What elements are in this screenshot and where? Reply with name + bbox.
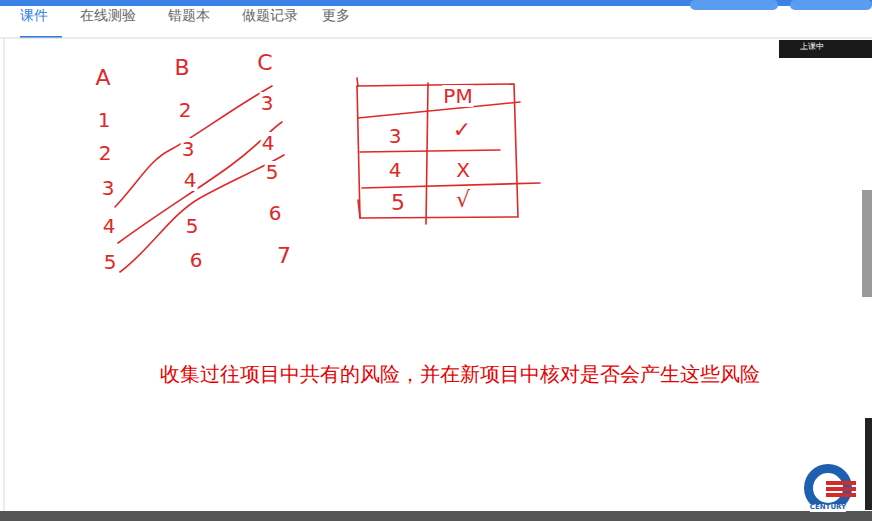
tab-divider [0, 38, 872, 39]
sequence-number: 5 [185, 215, 200, 237]
table-cell: 5 [390, 191, 406, 215]
bottom-bar [0, 511, 872, 521]
sequence-number: 4 [183, 169, 198, 191]
tab-label: 错题本 [168, 8, 210, 23]
diagonal-stroke [118, 122, 282, 243]
sequence-number: 2 [98, 142, 113, 164]
tab-label: 课件 [20, 8, 48, 23]
logo [804, 464, 856, 512]
table-row-line [360, 150, 500, 152]
top-button [790, 0, 872, 10]
diagonal-stroke [115, 86, 272, 207]
logo-stripe [826, 481, 856, 485]
table-cell: X [455, 159, 471, 181]
table-row-line [358, 102, 520, 118]
diagonal-stroke [120, 155, 284, 272]
side-tab [862, 190, 872, 297]
sequence-number: 6 [189, 249, 204, 271]
tab-label: 更多 [322, 8, 350, 23]
sequence-number: 5 [103, 251, 118, 273]
table-header: PM [442, 85, 473, 107]
sequence-number: 3 [260, 92, 275, 114]
side-strip [865, 418, 872, 510]
column-header: B [173, 56, 190, 80]
sequence-number: 5 [265, 161, 280, 183]
sequence-number: 3 [181, 138, 196, 160]
status-text: 上课中 [800, 43, 824, 52]
top-button [690, 0, 778, 10]
sequence-number: 3 [101, 177, 116, 199]
logo-stripe [826, 493, 856, 497]
status-box [779, 40, 872, 58]
sequence-number: 2 [178, 99, 193, 121]
column-header: A [94, 66, 111, 90]
sequence-number: 4 [102, 215, 117, 237]
table-row-line [362, 183, 540, 188]
tab-label: 做题记录 [242, 8, 298, 23]
sequence-number: 4 [261, 132, 276, 154]
hand-strokes [115, 78, 540, 272]
sequence-number: 7 [276, 244, 292, 268]
sequence-number: 1 [97, 109, 112, 131]
panel-border [4, 38, 5, 511]
tab-label: 在线测验 [80, 8, 136, 23]
sequence-number: 6 [268, 202, 283, 224]
logo-stripe [826, 487, 856, 491]
table-stroke [357, 78, 360, 218]
table-cell: 4 [388, 159, 403, 181]
table-cell: 3 [388, 125, 403, 147]
table-column-line [426, 83, 428, 224]
note-text: 收集过往项目中共有的风险，并在新项目中核对是否会产生这些风险 [160, 363, 760, 385]
column-header: C [256, 51, 273, 75]
table-cell: √ [455, 188, 471, 212]
table-cell: ✓ [452, 118, 472, 142]
logo-text: CENTURY [810, 504, 846, 512]
